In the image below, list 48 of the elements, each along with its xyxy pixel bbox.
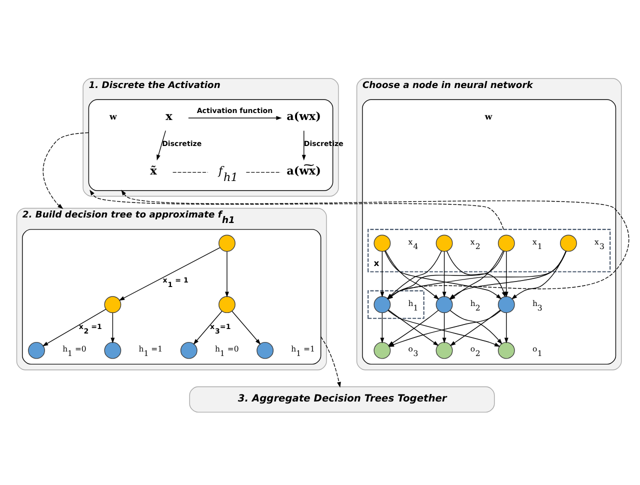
node-circle bbox=[560, 234, 577, 252]
node-circle bbox=[436, 234, 453, 252]
node-circle bbox=[436, 296, 453, 314]
node-box: 3. Aggregate Decision Trees Together bbox=[189, 386, 495, 413]
node-text: x̃ bbox=[150, 163, 157, 178]
arrow bbox=[118, 247, 220, 301]
node-circle bbox=[104, 296, 122, 314]
arrow bbox=[442, 312, 446, 344]
label: w bbox=[484, 111, 492, 122]
node-circle bbox=[498, 296, 515, 314]
arrow bbox=[121, 190, 630, 292]
arrow bbox=[380, 251, 384, 298]
arrow bbox=[225, 251, 229, 298]
arrow bbox=[42, 308, 106, 346]
node-circle bbox=[498, 342, 515, 359]
node-circle bbox=[218, 234, 236, 252]
arrow bbox=[320, 336, 341, 388]
node-circle bbox=[498, 234, 515, 252]
connector bbox=[246, 172, 282, 173]
node-text: a(w͠x) bbox=[286, 163, 321, 178]
node-circle bbox=[180, 342, 198, 359]
connector bbox=[172, 172, 208, 173]
edge-label: Discretize bbox=[162, 139, 202, 148]
edge-label: Activation function bbox=[196, 106, 273, 116]
arrow bbox=[90, 190, 504, 230]
node-circle bbox=[256, 342, 274, 359]
label: w bbox=[110, 111, 117, 122]
node-circle bbox=[104, 342, 122, 359]
arrow bbox=[302, 130, 306, 161]
node-text: x bbox=[166, 108, 172, 123]
arrow bbox=[511, 250, 566, 300]
node-circle bbox=[218, 296, 236, 314]
arrow bbox=[188, 116, 282, 120]
arrow bbox=[232, 310, 261, 345]
node-circle bbox=[374, 342, 391, 359]
node-circle bbox=[374, 296, 391, 314]
arrow bbox=[442, 251, 446, 298]
arrow bbox=[193, 310, 222, 345]
arrow bbox=[380, 312, 384, 344]
arrow bbox=[156, 130, 166, 160]
arrow bbox=[110, 312, 115, 344]
node-circle bbox=[374, 234, 391, 252]
arrow bbox=[42, 132, 90, 209]
node-circle bbox=[28, 342, 45, 359]
cluster bbox=[22, 229, 322, 365]
node-circle bbox=[436, 342, 453, 359]
node-text: a(wx) bbox=[286, 108, 321, 123]
arrow bbox=[504, 312, 508, 344]
